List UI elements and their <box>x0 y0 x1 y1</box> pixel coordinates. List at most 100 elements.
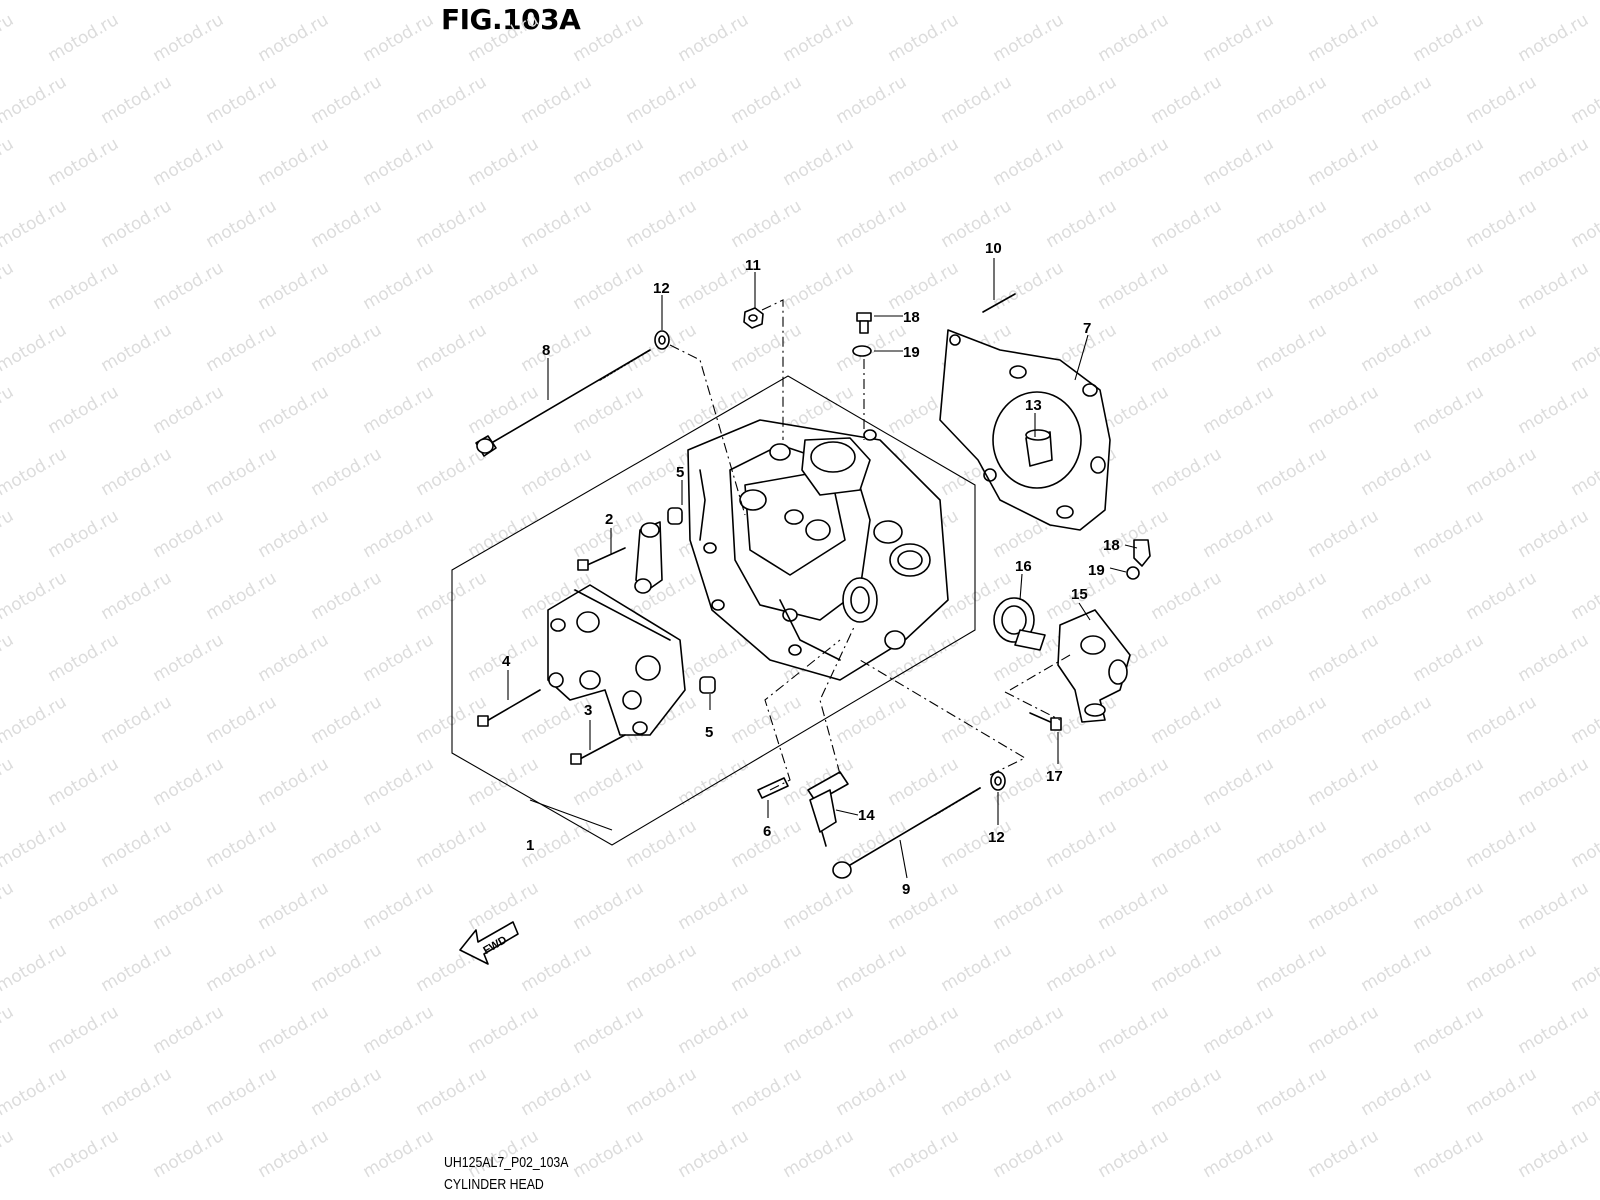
watermark-text: motod.ru <box>203 568 281 624</box>
watermark-text: motod.ru <box>1148 816 1226 872</box>
watermark-text: motod.ru <box>833 0 911 4</box>
cam-bracket <box>634 521 663 594</box>
watermark-text: motod.ru <box>255 1002 333 1058</box>
watermark-text: motod.ru <box>675 878 753 934</box>
watermark-text: motod.ru <box>1200 10 1278 66</box>
watermark-text: motod.ru <box>0 1126 17 1182</box>
figure-code: UH125AL7_P02_103A <box>444 1154 569 1171</box>
bolt-4 <box>477 689 541 727</box>
watermark-text: motod.ru <box>1148 196 1226 252</box>
watermark-text: motod.ru <box>255 382 333 438</box>
watermark-text: motod.ru <box>1253 940 1331 996</box>
watermark-text: motod.ru <box>1410 506 1488 562</box>
watermark-text: motod.ru <box>675 1002 753 1058</box>
callout-11: 11 <box>745 257 761 274</box>
watermark-text: motod.ru <box>1253 196 1331 252</box>
callout-16: 16 <box>1015 558 1032 575</box>
watermark-text: motod.ru <box>1463 940 1541 996</box>
watermark-text: motod.ru <box>1463 1064 1541 1120</box>
callout-7: 7 <box>1083 320 1091 337</box>
watermark-text: motod.ru <box>1305 1126 1383 1182</box>
watermark-text: motod.ru <box>413 816 491 872</box>
watermark-text: motod.ru <box>0 10 17 66</box>
watermark-text: motod.ru <box>255 10 333 66</box>
watermark-text: motod.ru <box>0 1002 17 1058</box>
watermark-text: motod.ru <box>1043 816 1121 872</box>
callout-18-upper: 18 <box>903 309 920 326</box>
washer-19-lower <box>1126 566 1140 580</box>
watermark-text: motod.ru <box>203 320 281 376</box>
watermark-text: motod.ru <box>0 134 17 190</box>
watermark-text: motod.ru <box>0 568 70 624</box>
watermark-text: motod.ru <box>45 878 123 934</box>
bolt-2 <box>577 547 626 571</box>
watermark-text: motod.ru <box>1253 0 1331 4</box>
callout-2: 2 <box>605 511 613 528</box>
callout-3: 3 <box>584 702 592 719</box>
watermark-text: motod.ru <box>1358 568 1436 624</box>
watermark-text: motod.ru <box>1358 816 1436 872</box>
spark-plug-14 <box>807 771 849 847</box>
watermark-text: motod.ru <box>308 72 386 128</box>
watermark-text: motod.ru <box>0 506 17 562</box>
watermark-text: motod.ru <box>1515 134 1593 190</box>
watermark-text: motod.ru <box>1305 10 1383 66</box>
watermark-text: motod.ru <box>150 10 228 66</box>
watermark-text: motod.ru <box>1095 754 1173 810</box>
watermark-text: motod.ru <box>1410 134 1488 190</box>
watermark-text: motod.ru <box>360 878 438 934</box>
callout-19-upper: 19 <box>903 344 920 361</box>
watermark-text: motod.ru <box>833 692 911 748</box>
watermark-text: motod.ru <box>465 878 543 934</box>
watermark-text: motod.ru <box>1568 940 1600 996</box>
watermark-text: motod.ru <box>938 72 1016 128</box>
watermark-text: motod.ru <box>1095 258 1173 314</box>
bolt-8 <box>475 349 651 457</box>
watermark-text: motod.ru <box>308 940 386 996</box>
watermark-text: motod.ru <box>833 940 911 996</box>
bolt-17 <box>1029 712 1062 731</box>
watermark-text: motod.ru <box>1568 692 1600 748</box>
watermark-text: motod.ru <box>780 10 858 66</box>
watermark-text: motod.ru <box>255 1126 333 1182</box>
watermark-text: motod.ru <box>0 940 70 996</box>
watermark-text: motod.ru <box>1043 1064 1121 1120</box>
watermark-text: motod.ru <box>675 754 753 810</box>
watermark-text: motod.ru <box>150 1126 228 1182</box>
watermark-text: motod.ru <box>360 1002 438 1058</box>
watermark-text: motod.ru <box>1410 1126 1488 1182</box>
watermark-text: motod.ru <box>1200 1002 1278 1058</box>
watermark-text: motod.ru <box>728 72 806 128</box>
watermark-text: motod.ru <box>885 134 963 190</box>
watermark-text: motod.ru <box>360 506 438 562</box>
watermark-text: motod.ru <box>1568 444 1600 500</box>
watermark-text: motod.ru <box>570 258 648 314</box>
watermark-text: motod.ru <box>413 1064 491 1120</box>
watermark-text: motod.ru <box>0 692 70 748</box>
callout-5-upper: 5 <box>676 464 684 481</box>
watermark-text: motod.ru <box>98 816 176 872</box>
watermark-text: motod.ru <box>728 320 806 376</box>
watermark-text: motod.ru <box>360 630 438 686</box>
watermark-text: motod.ru <box>518 1064 596 1120</box>
watermark-text: motod.ru <box>1568 196 1600 252</box>
watermark-text: motod.ru <box>675 258 753 314</box>
watermark-text: motod.ru <box>518 692 596 748</box>
watermark-text: motod.ru <box>518 72 596 128</box>
watermark-text: motod.ru <box>885 258 963 314</box>
watermark-text: motod.ru <box>1095 878 1173 934</box>
watermark-text: motod.ru <box>1463 0 1541 4</box>
callout-18-lower: 18 <box>1103 537 1120 554</box>
watermark-text: motod.ru <box>780 1002 858 1058</box>
watermark-text: motod.ru <box>1358 320 1436 376</box>
bolt-3 <box>570 734 626 765</box>
watermark-text: motod.ru <box>150 506 228 562</box>
watermark-text: motod.ru <box>1410 630 1488 686</box>
watermark-text: motod.ru <box>98 692 176 748</box>
watermark-text: motod.ru <box>45 1002 123 1058</box>
watermark-text: motod.ru <box>203 692 281 748</box>
watermark-text: motod.ru <box>990 878 1068 934</box>
watermark-text: motod.ru <box>413 444 491 500</box>
watermark-text: motod.ru <box>203 444 281 500</box>
